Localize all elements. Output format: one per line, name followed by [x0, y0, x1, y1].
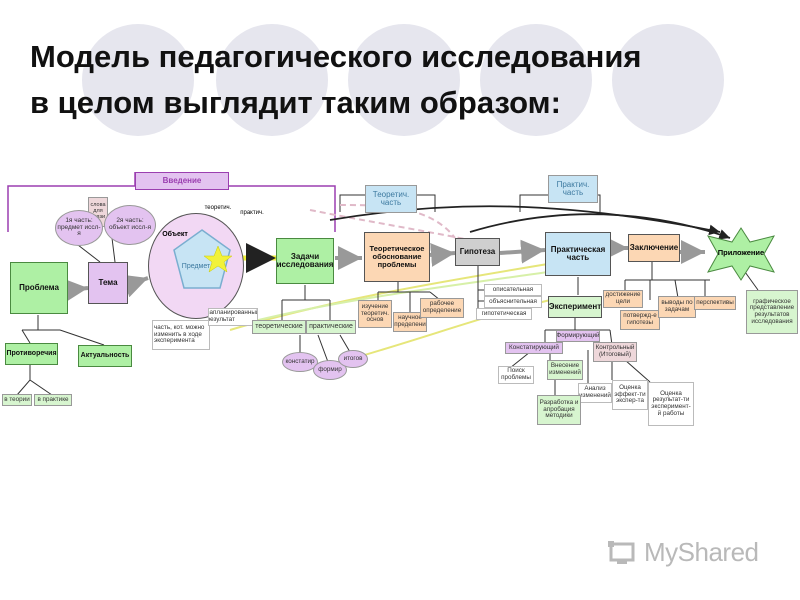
- decor-circle: [480, 24, 592, 136]
- zadachi-box: Задачи исследования: [276, 238, 334, 284]
- slide-title: Модель педагогического исследования в це…: [30, 34, 780, 126]
- vnesenie-box: Внесение изменений: [547, 360, 583, 380]
- zaplan-box: запланированный результат: [208, 308, 258, 326]
- teoretich-small-label: теоретич.: [204, 205, 232, 212]
- ocenka-effekt-box: Оценка эффект-ти экспер-та: [612, 380, 648, 410]
- rabochee-box: рабочее определение: [420, 298, 464, 318]
- aktualnost-box: Актуальность: [78, 345, 132, 367]
- watermark: MyShared: [608, 537, 759, 568]
- teoreticheskie-box: теоретические: [252, 320, 306, 334]
- part2-bubble: 2я часть: объект иссл-я: [104, 205, 156, 245]
- v-teorii-box: в теории: [2, 394, 32, 406]
- razrabotka-box: Разработка и апробация методики: [537, 395, 581, 425]
- predmet-label: Предмет: [181, 263, 211, 271]
- podtverzhd-box: потвержд-е гипотезы: [620, 310, 660, 330]
- part1-bubble: 1я часть: предмет иссл-я: [55, 210, 103, 246]
- decor-circle: [216, 24, 328, 136]
- nauchnoe-box: научное определение: [393, 312, 427, 332]
- title-line-1: Модель педагогического исследования: [30, 39, 642, 74]
- teor-obosnovanie-box: Теоретическое обоснование проблемы: [364, 232, 430, 282]
- poisk-box: Поиск проблемы: [498, 366, 534, 384]
- predmet-pentagon: [173, 229, 233, 289]
- gipoteza-box: Гипотеза: [455, 238, 500, 266]
- watermark-text: MyShared: [644, 537, 759, 567]
- opisatelnaya-box: описательная: [484, 284, 542, 296]
- kontrolnyy-box: Контрольный (Итоговый): [593, 342, 637, 362]
- eksperiment-box: Эксперимент: [548, 296, 602, 318]
- gipoteticheskaya-box: гипотетическая: [476, 308, 532, 320]
- perspektivy-box: перспективы: [694, 296, 736, 310]
- izuchenie-box: изучение теоретич. основ: [358, 300, 392, 328]
- decor-circle: [612, 24, 724, 136]
- protivorechiya-box: Противоречия: [5, 343, 58, 365]
- formiruyuschiy-box: Формирующий: [556, 330, 600, 342]
- dostizhenie-box: достижение цели: [603, 290, 643, 308]
- itogov-bubble: итогов: [338, 350, 368, 368]
- vvedenie-label: Введение: [135, 172, 229, 190]
- prilozhenie-label: Приложение: [717, 248, 765, 258]
- konstatiruyuschiy-box: Констатирующий: [505, 342, 563, 354]
- decor-circle: [348, 24, 460, 136]
- ocenka-rezult-box: Оценка результат-ти эксперимент-й работы: [648, 382, 694, 426]
- formir-bubble: формир: [313, 360, 347, 380]
- zaklyuchenie-box: Заключение: [628, 234, 680, 262]
- analiz-box: Анализ изменений: [578, 383, 612, 403]
- prakticheskie-box: практические: [306, 320, 356, 334]
- decor-circle: [82, 24, 194, 136]
- title-line-2: в целом выглядит таким образом:: [30, 85, 561, 120]
- teoretich-chast-label: Теоретич. часть: [365, 185, 417, 213]
- vyvody-box: выводы по задачам: [658, 296, 696, 318]
- problema-box: Проблема: [10, 262, 68, 314]
- obekt-label: Объект: [162, 231, 188, 239]
- praktich-chast-label: Практич. часть: [548, 175, 598, 203]
- prakticheskaya-box: Практическая часть: [545, 232, 611, 276]
- myshared-logo-icon: [608, 540, 635, 564]
- graficheskoe-box: графическое представление результатов ис…: [746, 290, 798, 334]
- v-praktike-box: в практике: [34, 394, 72, 406]
- tema-box: Тема: [88, 262, 128, 304]
- praktich-small-label: практич.: [240, 210, 264, 217]
- prilozhenie-star: [707, 227, 775, 281]
- obyasnitelnaya-box: объяснительная: [484, 296, 542, 308]
- obekt-note-box: часть, кот. можно изменить в ходе экспер…: [152, 320, 210, 350]
